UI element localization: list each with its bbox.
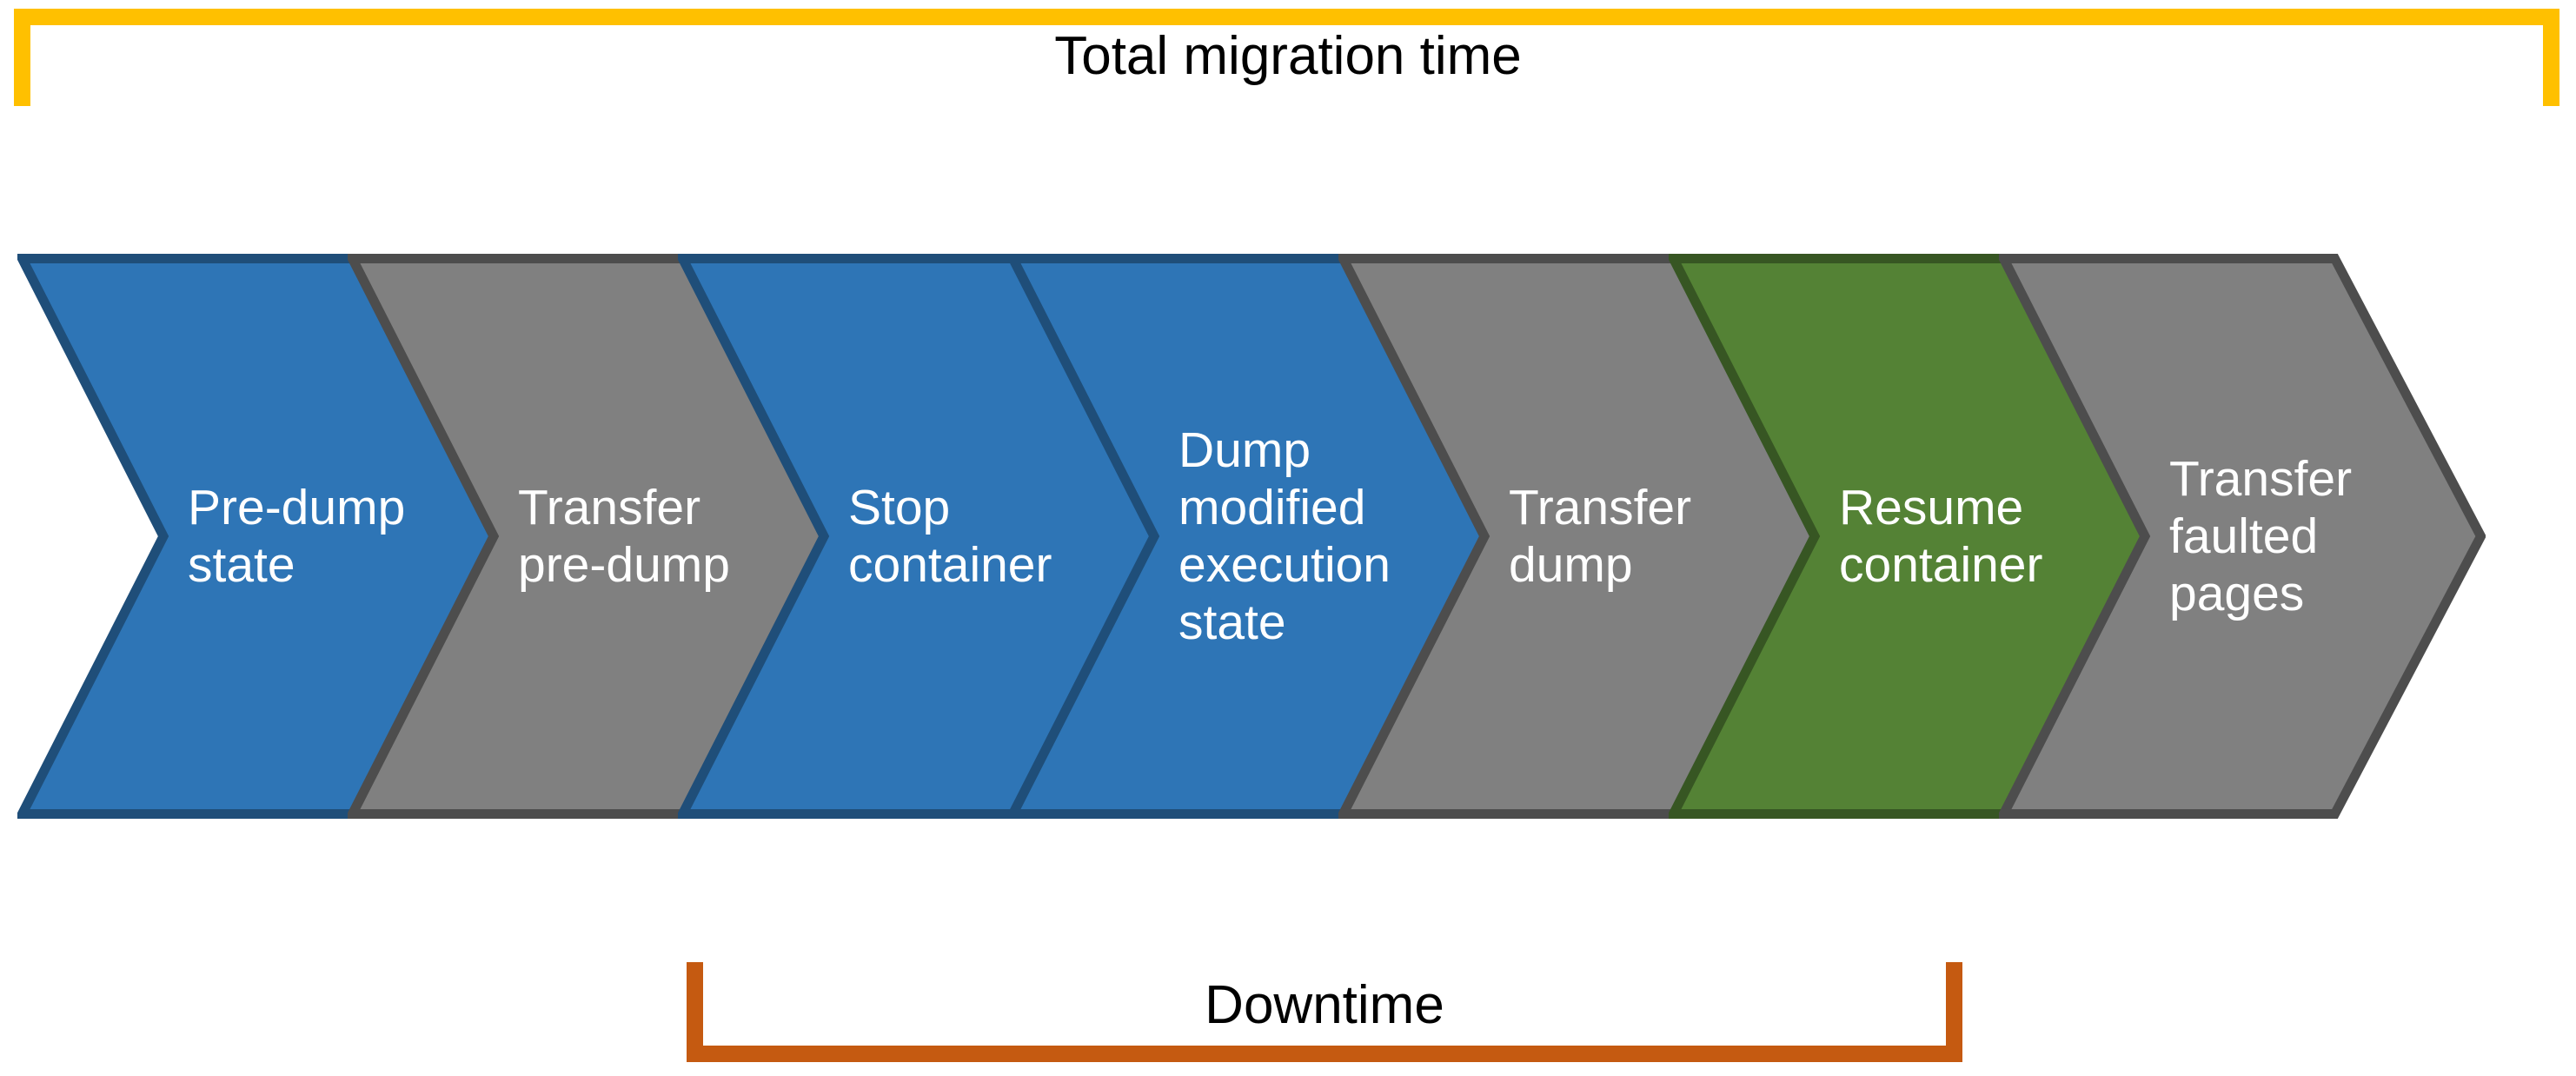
top-bracket-horizontal-bar: [14, 9, 2559, 25]
chevron-shape-gray: [1999, 254, 2486, 819]
top-bracket-left-tick: [14, 9, 30, 106]
downtime-label: Downtime: [1205, 975, 1444, 1035]
top-bracket-right-tick: [2543, 9, 2559, 106]
downtime-bracket: Downtime: [0, 947, 2576, 1076]
total-migration-time-bracket: Total migration time: [0, 0, 2576, 113]
bottom-bracket-left-tick: [687, 962, 703, 1062]
chevron-step-7[interactable]: Transfer faulted pages: [1999, 254, 2486, 819]
bottom-bracket-horizontal-bar: [687, 1046, 1962, 1062]
bottom-bracket-right-tick: [1946, 962, 1962, 1062]
total-migration-time-label: Total migration time: [1054, 26, 1522, 86]
